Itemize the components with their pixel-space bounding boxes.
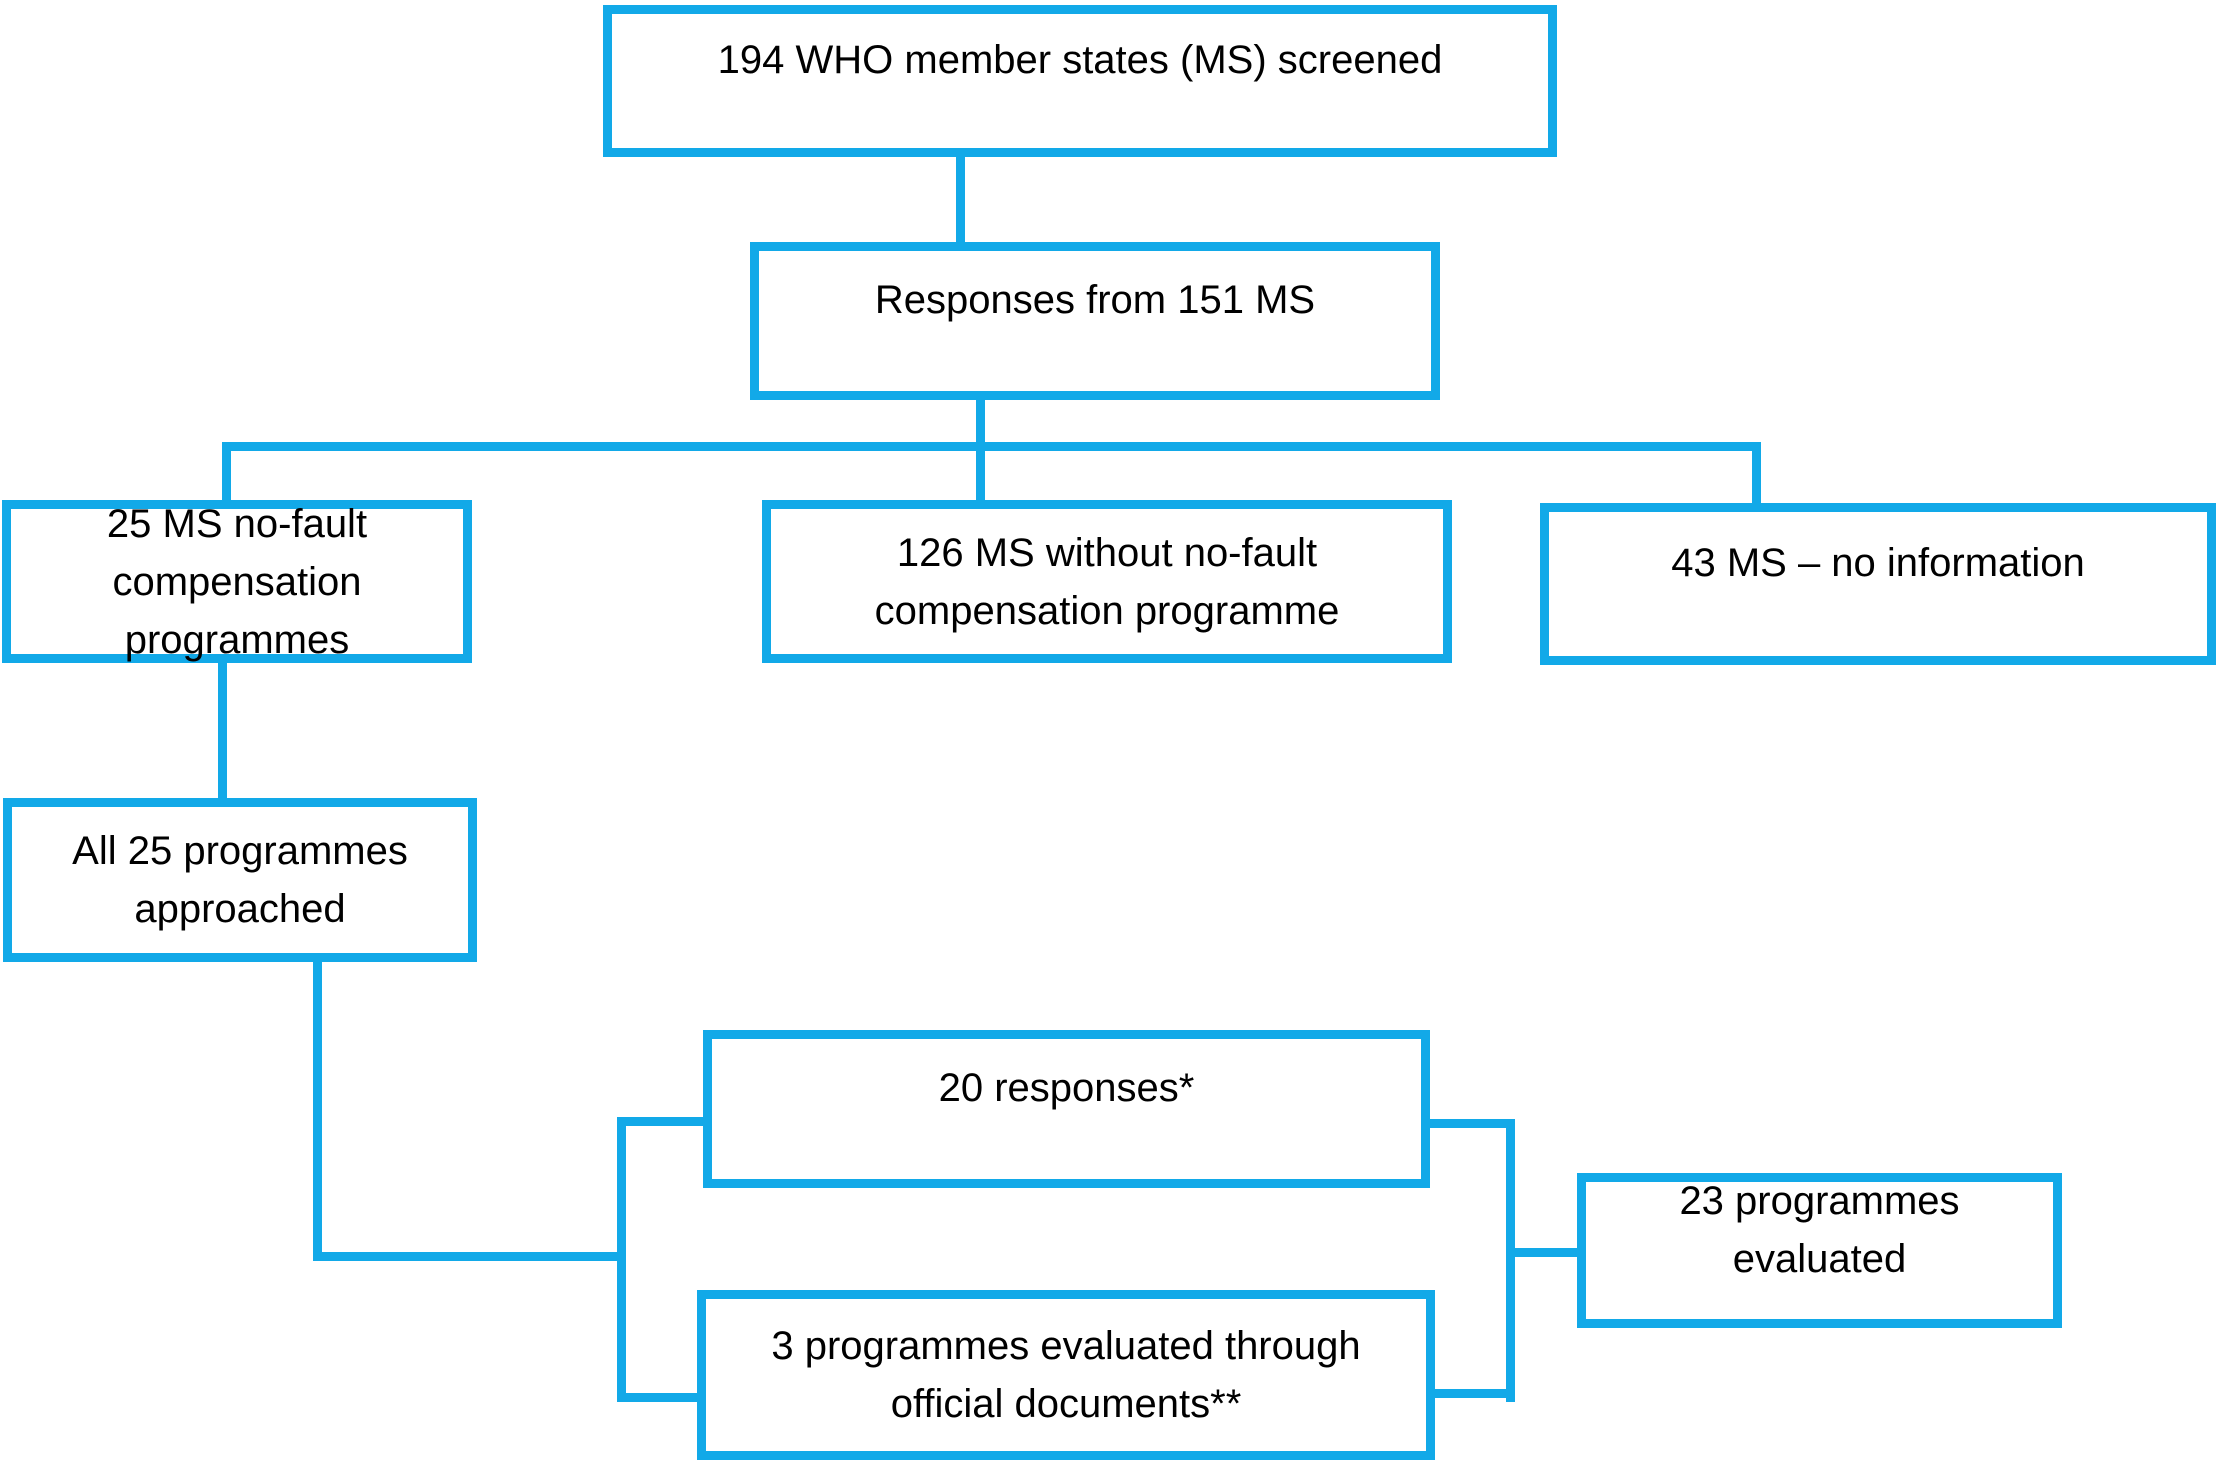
bracket-left-stub-top <box>617 1117 703 1126</box>
node-programmes-approached: All 25 programmes approached <box>3 798 477 962</box>
bracket-right-stub-bottom <box>1435 1389 1506 1398</box>
node-programmes-approached-label: All 25 programmes approached <box>72 829 408 931</box>
bracket-right-stub-top <box>1430 1119 1515 1128</box>
node-no-information: 43 MS – no information <box>1540 503 2216 665</box>
node-without-no-fault-label: 126 MS without no-fault compensation pro… <box>874 530 1340 633</box>
connector-bracket-evaluated <box>1506 1248 1577 1257</box>
node-no-fault-programmes: 25 MS no-fault compensation programmes <box>2 500 472 663</box>
connector-screened-responses <box>956 157 965 242</box>
connector-approached-across <box>313 1252 626 1261</box>
connector-drop-right <box>1752 442 1761 503</box>
node-no-fault-programmes-label: 25 MS no-fault compensation programmes <box>106 501 368 662</box>
bracket-left-vertical <box>617 1117 626 1402</box>
connector-drop-left <box>222 442 231 500</box>
bracket-left-stub-bottom <box>617 1393 697 1402</box>
node-no-information-label: 43 MS – no information <box>1671 541 2085 585</box>
node-ms-screened-label: 194 WHO member states (MS) screened <box>717 38 1443 82</box>
connector-approached-down <box>313 962 322 1261</box>
node-without-no-fault: 126 MS without no-fault compensation pro… <box>762 500 1452 663</box>
node-programmes-evaluated-label: 23 programmes evaluated <box>1679 1178 1960 1281</box>
node-responses-151-label: Responses from 151 MS <box>874 278 1316 322</box>
node-official-documents: 3 programmes evaluated through official … <box>697 1290 1435 1460</box>
node-official-documents-label: 3 programmes evaluated through official … <box>771 1324 1361 1426</box>
node-programmes-evaluated: 23 programmes evaluated <box>1577 1173 2062 1328</box>
node-responses-151: Responses from 151 MS <box>750 242 1440 400</box>
node-responses-20-label: 20 responses* <box>938 1066 1195 1110</box>
node-responses-20: 20 responses* <box>703 1030 1430 1188</box>
connector-nofault-approached <box>218 663 227 798</box>
bracket-right-vertical <box>1506 1119 1515 1402</box>
node-ms-screened: 194 WHO member states (MS) screened <box>603 5 1557 157</box>
connector-distribution-bar <box>222 442 1761 451</box>
